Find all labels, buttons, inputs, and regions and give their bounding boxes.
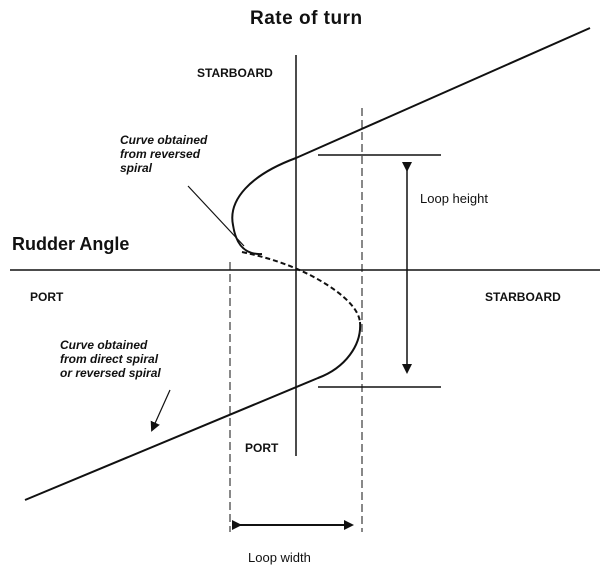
axis-label-starboard-right: STARBOARD	[485, 290, 561, 304]
annotation-line: Curve obtained	[120, 133, 208, 147]
direct-spiral-pointer	[150, 389, 171, 432]
annotation-line: or reversed spiral	[60, 366, 161, 380]
axis-label-starboard-top: STARBOARD	[197, 66, 273, 80]
loop-width-label: Loop width	[248, 550, 311, 565]
axis-label-rudder-angle: Rudder Angle	[12, 234, 130, 254]
annotation-line: Curve obtained	[60, 338, 148, 352]
upper-solid-curve	[231, 27, 591, 256]
dashed-reversed-curve	[241, 251, 361, 323]
annotation-line: from reversed	[120, 147, 201, 161]
lower-solid-curve	[24, 321, 362, 501]
diagram-title: Rate of turn	[250, 8, 363, 29]
reversed-spiral-annotation: Curve obtained from reversed spiral	[120, 133, 207, 175]
annotation-line: from direct spiral	[60, 352, 159, 366]
annotation-line: spiral	[120, 161, 153, 175]
reversed-spiral-pointer	[187, 185, 245, 247]
loop-height-label: Loop height	[420, 191, 488, 206]
direct-spiral-annotation: Curve obtained from direct spiral or rev…	[60, 338, 161, 380]
axis-label-port-bottom: PORT	[245, 441, 279, 455]
axis-label-port-left: PORT	[30, 290, 64, 304]
